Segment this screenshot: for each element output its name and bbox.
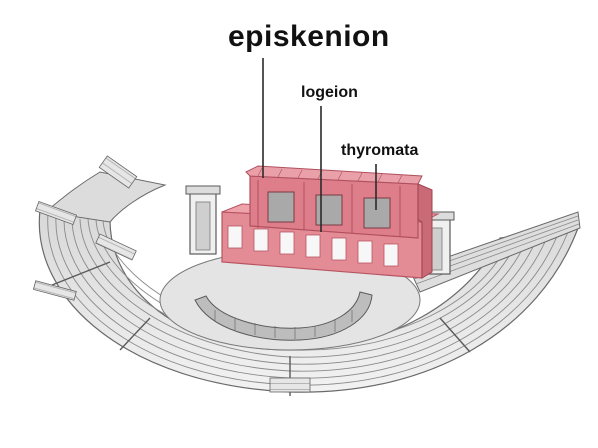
leader-lines: [262, 58, 377, 232]
label-thyromata: thyromata: [341, 142, 419, 159]
skene-building: [221, 165, 440, 279]
label-logeion: logeion: [301, 84, 358, 101]
cavea-seating: [32, 155, 581, 396]
orchestra-floor: [159, 249, 421, 351]
label-episkenion: episkenion: [228, 20, 390, 53]
